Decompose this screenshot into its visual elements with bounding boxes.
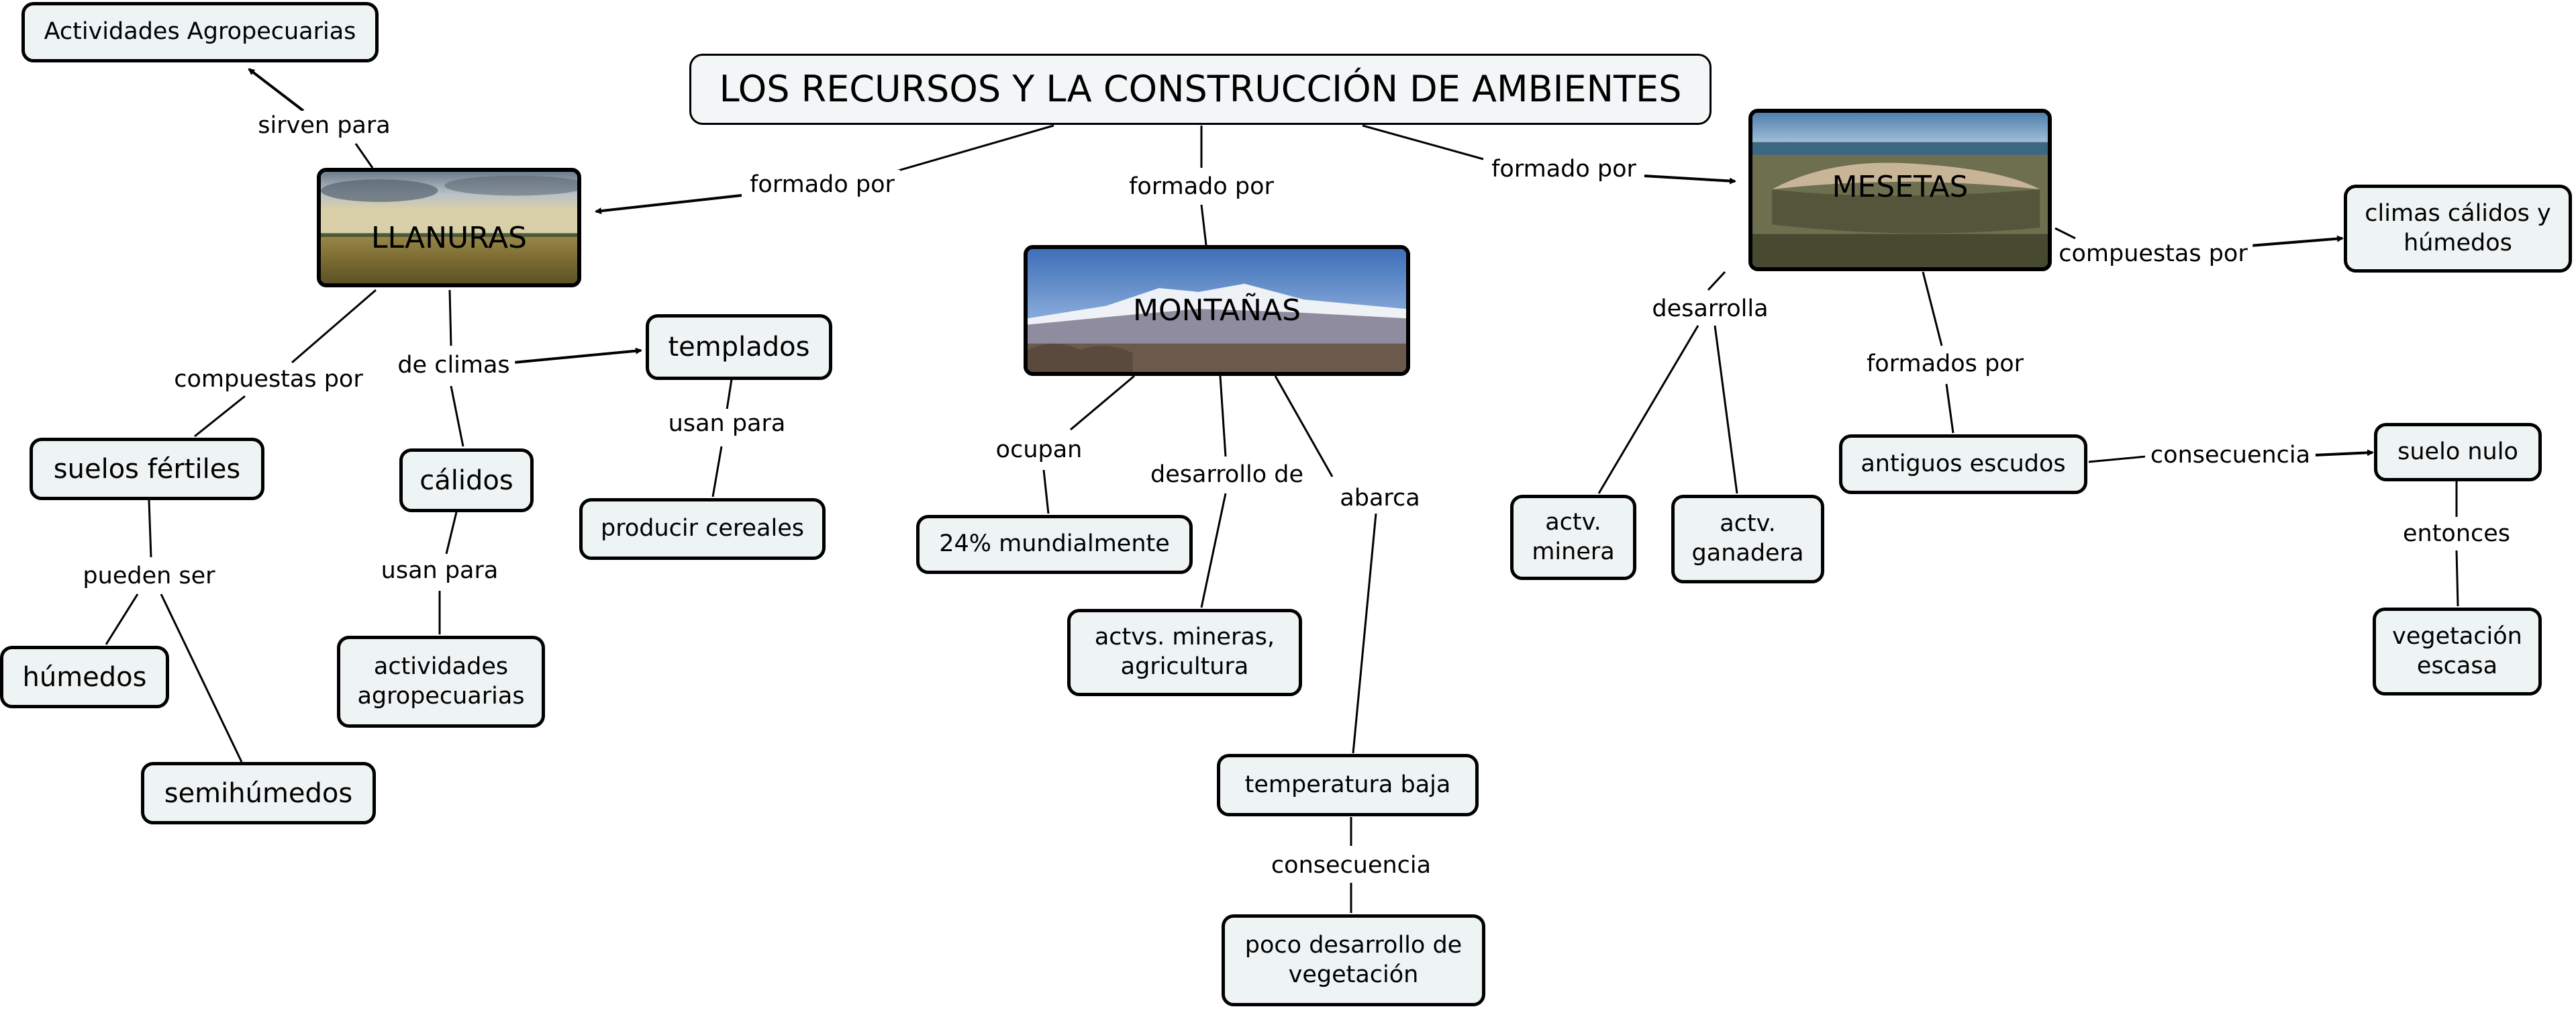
link-label-usan-para-templados: usan para: [662, 409, 791, 438]
link-label-desarrolla: desarrolla: [1646, 294, 1774, 324]
link-label-consecuencia-montanas: consecuencia: [1265, 851, 1437, 880]
connector-desarrolla-ganadera: [1714, 325, 1738, 494]
node-llanuras-label: LLANURAS: [370, 220, 528, 255]
link-label-abarca: abarca: [1334, 483, 1426, 513]
plains-landscape-image: [321, 172, 577, 283]
connector-compuestas-suelos: [194, 395, 246, 438]
node-montanas-label: MONTAÑAS: [1132, 293, 1301, 328]
link-label-pueden-ser: pueden ser: [77, 561, 221, 591]
node-humedos: húmedos: [0, 646, 169, 708]
connector-pueden-semihumedos: [160, 593, 243, 763]
node-llanuras: LLANURAS: [317, 168, 581, 287]
link-label-entonces: entonces: [2397, 519, 2516, 548]
link-label-consecuencia-mesetas: consecuencia: [2144, 440, 2316, 470]
link-label-de-climas: de climas: [392, 350, 515, 380]
node-actividades-agropecuarias: actividades agropecuarias: [337, 636, 545, 728]
connector-formado-montanas: [1200, 204, 1207, 246]
link-label-desarrollo-de: desarrollo de: [1145, 460, 1309, 489]
link-label-usan-para-calidos: usan para: [375, 556, 504, 585]
connector-calidos-usan: [445, 512, 458, 555]
connector-pueden-humedos: [105, 593, 139, 645]
node-24-mundialmente: 24% mundialmente: [916, 515, 1193, 574]
connector-desarrolla-minera: [1597, 325, 1699, 494]
connector-mesetas-compuestas-right: [2054, 227, 2076, 240]
arrow-consecuencia-nulo: [2314, 449, 2374, 457]
arrow-climas-templados: [513, 347, 642, 364]
node-calidos: cálidos: [399, 448, 534, 512]
arrow-formado-llanuras: [595, 194, 742, 215]
node-temperatura-baja: temperatura baja: [1217, 754, 1479, 816]
connector-montanas-desarrollo: [1219, 375, 1227, 457]
node-montanas: MONTAÑAS: [1024, 245, 1410, 376]
connector-suelos-pueden: [148, 499, 152, 558]
node-vegetacion-escasa: vegetación escasa: [2373, 608, 2542, 695]
connector-mesetas-desarrolla: [1707, 271, 1726, 291]
arrow-sirven-actividades: [248, 68, 305, 112]
link-label-formado-por-left: formado por: [744, 170, 900, 199]
mountains-landscape-image: [1028, 249, 1406, 372]
arrow-formado-mesetas: [1644, 175, 1736, 185]
node-actv-minera: actv. minera: [1510, 495, 1636, 580]
link-label-formados-por: formados por: [1861, 349, 2030, 379]
connector-desarrollo-mineras: [1200, 493, 1227, 608]
connector-montanas-ocupan: [1070, 375, 1135, 431]
connector-title-formado-right: [1362, 124, 1484, 160]
node-mesetas: MESETAS: [1748, 109, 2052, 271]
node-actv-ganadera: actv. ganadera: [1671, 495, 1824, 583]
connector-llanuras-sirven: [354, 143, 374, 169]
connector-escudos-consecuencia: [2088, 455, 2146, 463]
node-templados: templados: [646, 314, 832, 380]
plateau-landscape-image: [1752, 113, 2048, 267]
link-label-formado-por-right: formado por: [1486, 154, 1642, 184]
link-label-ocupan: ocupan: [990, 435, 1088, 465]
link-label-compuestas-por-right: compuestas por: [2053, 239, 2253, 269]
connector-entonces-vegetacion: [2455, 550, 2459, 607]
connector-climas-calidos: [450, 385, 464, 447]
node-producir-cereales: producir cereales: [579, 498, 826, 560]
connector-formados-escudos: [1945, 383, 1954, 434]
node-poco-desarrollo: poco desarrollo de vegetación: [1222, 914, 1485, 1006]
connector-mesetas-formados: [1922, 271, 1943, 346]
link-label-formado-por-center: formado por: [1124, 172, 1279, 201]
node-suelo-nulo: suelo nulo: [2374, 423, 2542, 481]
diagram-title: LOS RECURSOS Y LA CONSTRUCCIÓN DE AMBIEN…: [689, 54, 1712, 125]
connector-usan-cereales: [711, 446, 723, 497]
node-antiguos-escudos: antiguos escudos: [1839, 434, 2087, 494]
connector-abarca-temperatura: [1352, 513, 1377, 754]
node-suelos-fertiles: suelos fértiles: [30, 438, 264, 500]
connector-llanuras-climas: [448, 289, 452, 346]
node-semihumedos: semihúmedos: [141, 762, 376, 824]
connector-llanuras-compuestas: [291, 289, 377, 364]
node-actividades-agropecuarias-top: Actividades Agropecuarias: [21, 2, 379, 62]
node-mineras-agricultura: actvs. mineras, agricultura: [1067, 609, 1302, 696]
connector-templados-usan: [726, 379, 733, 410]
node-mesetas-label: MESETAS: [1832, 169, 1969, 204]
connector-ocupan-mundial: [1042, 469, 1050, 514]
link-label-sirven-para: sirven para: [252, 111, 396, 140]
node-climas-calidos-humedos: climas cálidos y húmedos: [2344, 185, 2572, 273]
connector-montanas-abarca: [1274, 375, 1334, 477]
link-label-compuestas-por-left: compuestas por: [168, 365, 368, 394]
